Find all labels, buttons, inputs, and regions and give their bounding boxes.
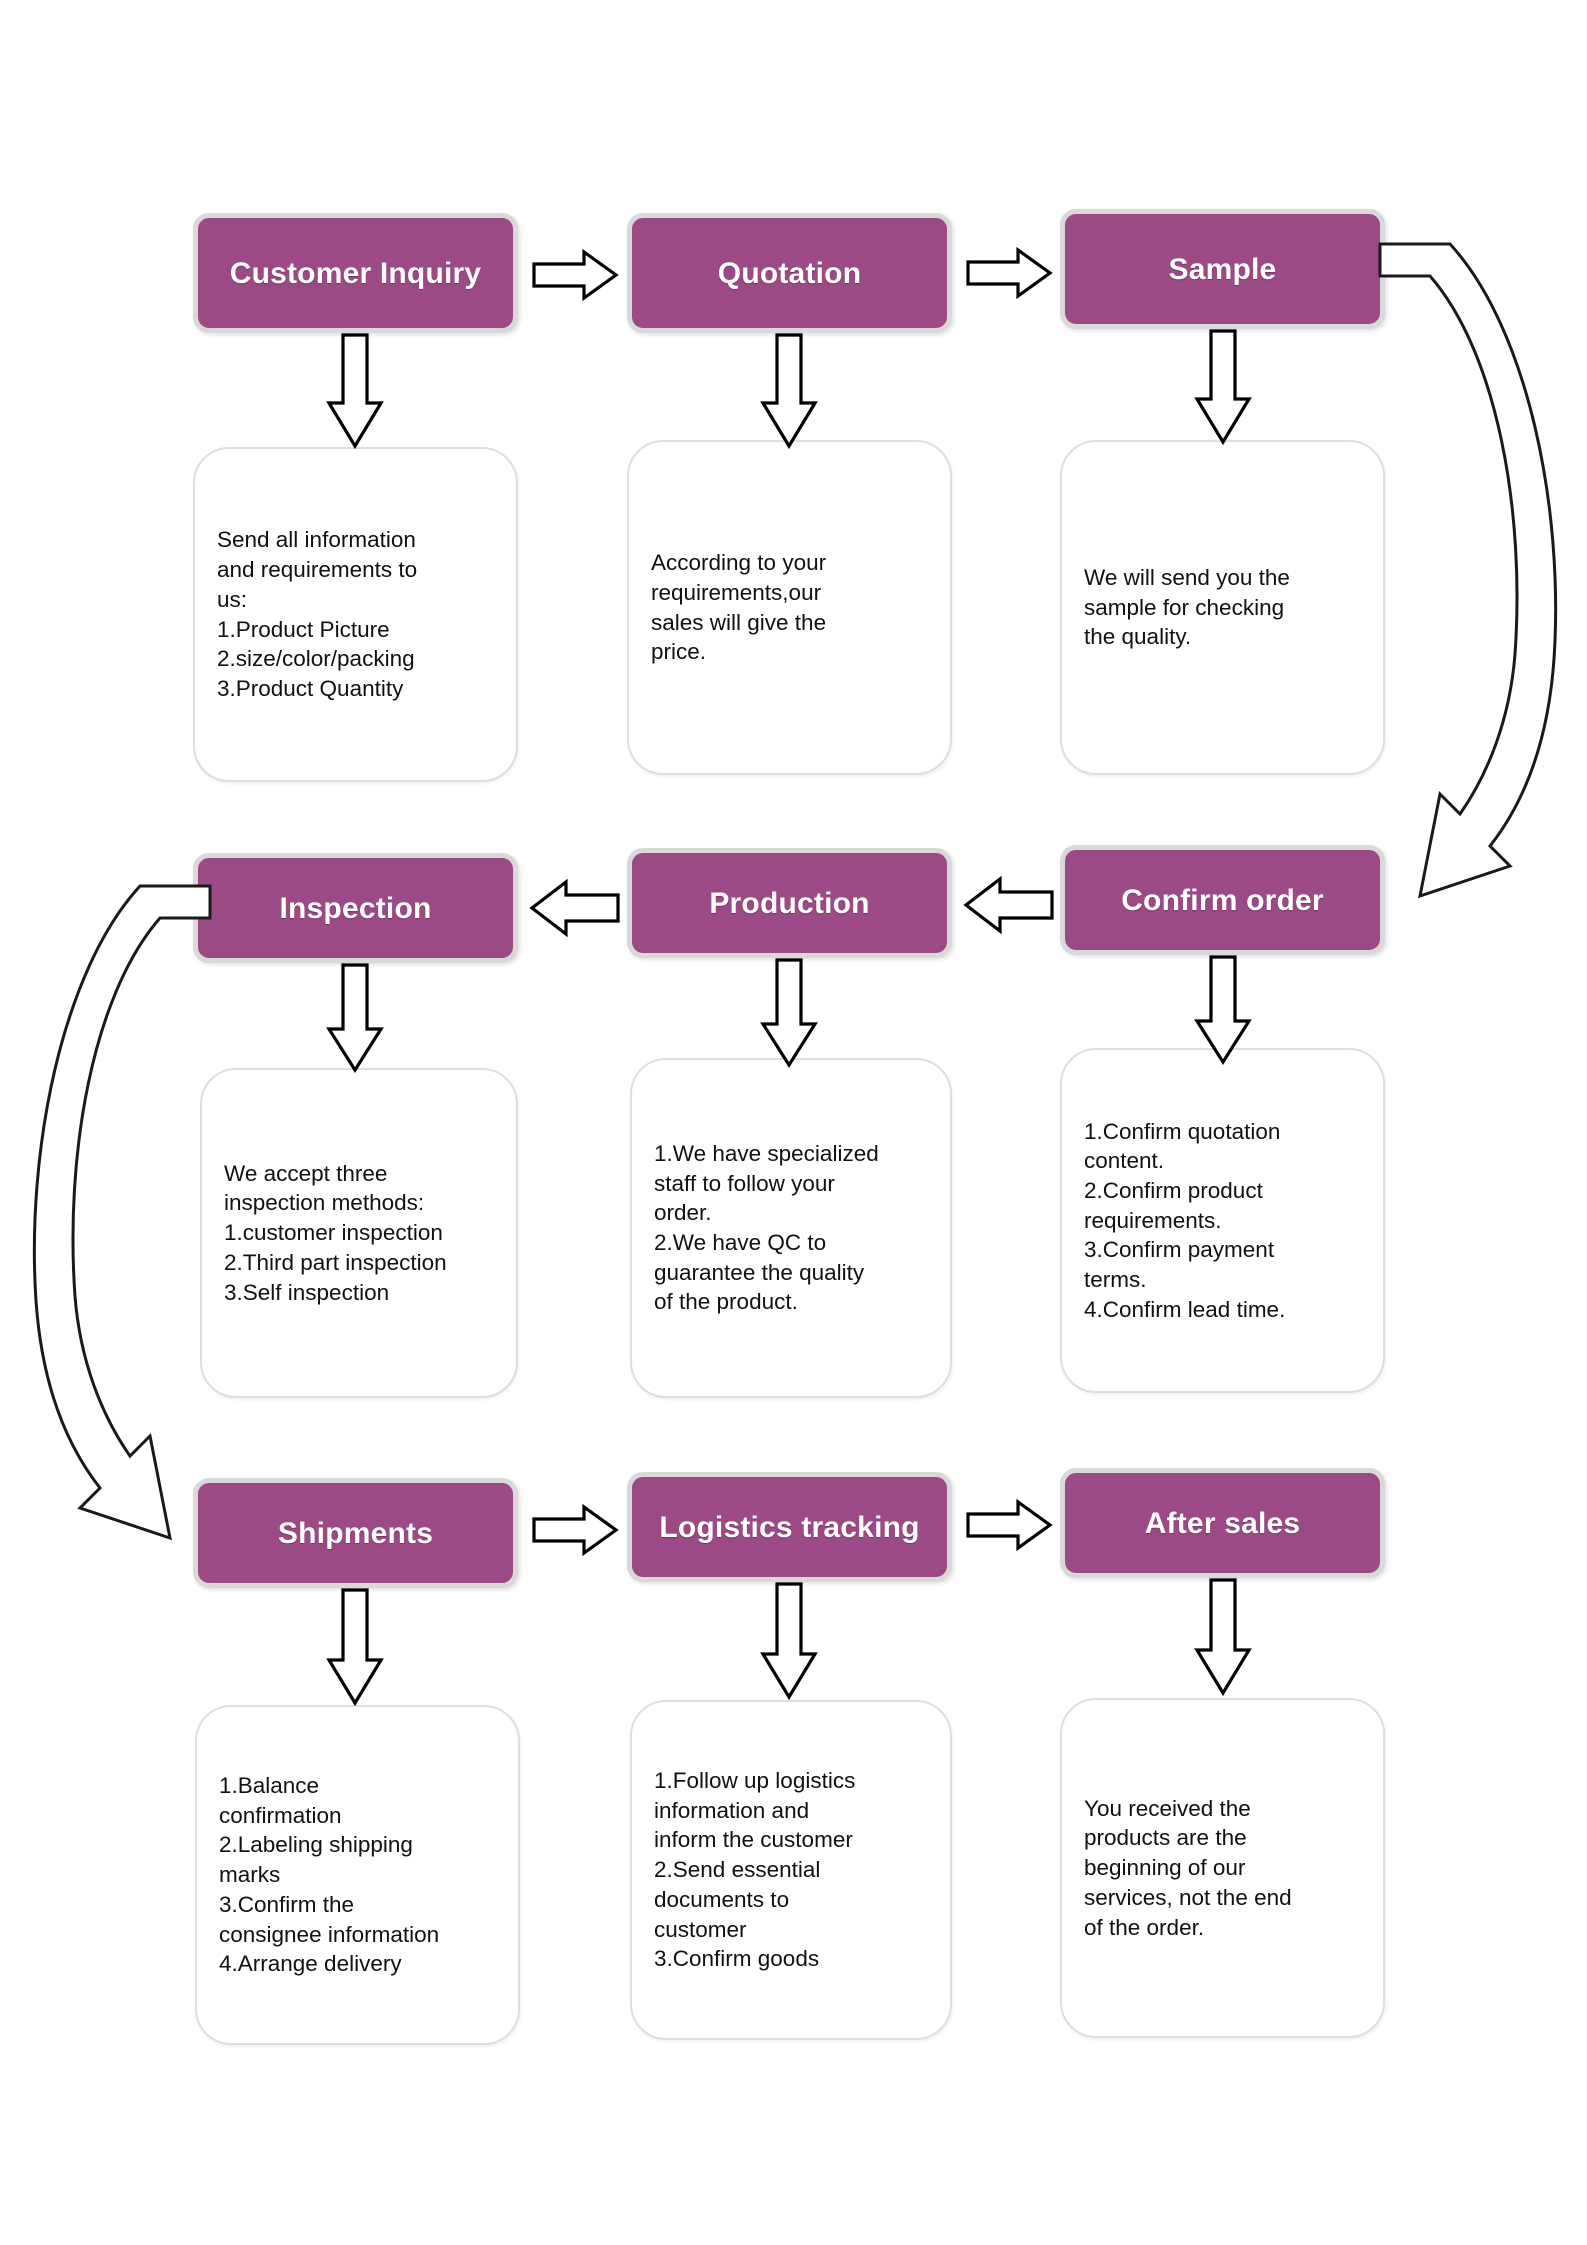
stage-logistics-tracking[interactable]: Logistics tracking <box>627 1472 952 1582</box>
arrow-shipments-to-logistics-tracking <box>532 1503 619 1557</box>
note-customer-inquiry: Send all information and requirements to… <box>193 447 518 782</box>
stage-after-sales[interactable]: After sales <box>1060 1468 1385 1578</box>
arrow-logistics-tracking-to-after-sales <box>966 1498 1053 1552</box>
arrow-logistics-tracking-down <box>760 1582 818 1701</box>
stage-label: Shipments <box>277 1516 434 1550</box>
note-sample: We will send you the sample for checking… <box>1060 440 1385 775</box>
note-text: Send all information and requirements to… <box>217 527 418 701</box>
arrow-shipments-down <box>326 1588 384 1707</box>
note-text: You received the products are the beginn… <box>1084 1795 1292 1940</box>
note-shipments: 1.Balance confirmation 2.Labeling shippi… <box>195 1705 520 2045</box>
note-confirm-order: 1.Confirm quotation content. 2.Confirm p… <box>1060 1048 1385 1393</box>
arrow-customer-inquiry-to-quotation <box>532 248 619 302</box>
note-text: We will send you the sample for checking… <box>1084 564 1290 650</box>
arrow-quotation-down <box>760 333 818 450</box>
note-after-sales: You received the products are the beginn… <box>1060 1698 1385 2038</box>
note-production: 1.We have specialized staff to follow yo… <box>630 1058 952 1398</box>
stage-label: Confirm order <box>1121 883 1324 917</box>
stage-sample[interactable]: Sample <box>1060 209 1385 329</box>
arrow-after-sales-down <box>1194 1578 1252 1697</box>
stage-label: Customer Inquiry <box>229 256 482 290</box>
stage-label: Sample <box>1168 252 1277 286</box>
stage-customer-inquiry[interactable]: Customer Inquiry <box>193 213 518 333</box>
arrow-quotation-to-sample <box>966 246 1053 300</box>
stage-confirm-order[interactable]: Confirm order <box>1060 845 1385 955</box>
arrow-confirm-order-to-production <box>963 875 1054 935</box>
stage-quotation[interactable]: Quotation <box>627 213 952 333</box>
stage-label: After sales <box>1144 1506 1301 1540</box>
note-text: We accept three inspection methods: 1.cu… <box>224 1160 447 1305</box>
stage-inspection[interactable]: Inspection <box>193 853 518 963</box>
arrow-sample-down <box>1194 329 1252 446</box>
arrow-inspection-to-shipments <box>4 876 212 1556</box>
arrow-production-down <box>760 958 818 1068</box>
note-text: 1.Balance confirmation 2.Labeling shippi… <box>219 1773 440 1977</box>
arrow-inspection-down <box>326 963 384 1073</box>
stage-production[interactable]: Production <box>627 848 952 958</box>
stage-label: Logistics tracking <box>659 1510 920 1544</box>
note-inspection: We accept three inspection methods: 1.cu… <box>200 1068 518 1398</box>
note-text: According to your requirements,our sales… <box>651 550 827 665</box>
note-text: 1.Follow up logistics information and in… <box>654 1768 856 1972</box>
arrow-sample-to-confirm-order <box>1378 234 1587 914</box>
stage-label: Inspection <box>279 891 432 925</box>
arrow-customer-inquiry-down <box>326 333 384 450</box>
arrow-production-to-inspection <box>529 878 620 938</box>
note-logistics-tracking: 1.Follow up logistics information and in… <box>630 1700 952 2040</box>
note-text: 1.We have specialized staff to follow yo… <box>654 1140 879 1315</box>
stage-label: Quotation <box>717 256 862 290</box>
stage-label: Production <box>709 886 870 920</box>
note-text: 1.Confirm quotation content. 2.Confirm p… <box>1084 1118 1286 1322</box>
stage-shipments[interactable]: Shipments <box>193 1478 518 1588</box>
note-quotation: According to your requirements,our sales… <box>627 440 952 775</box>
